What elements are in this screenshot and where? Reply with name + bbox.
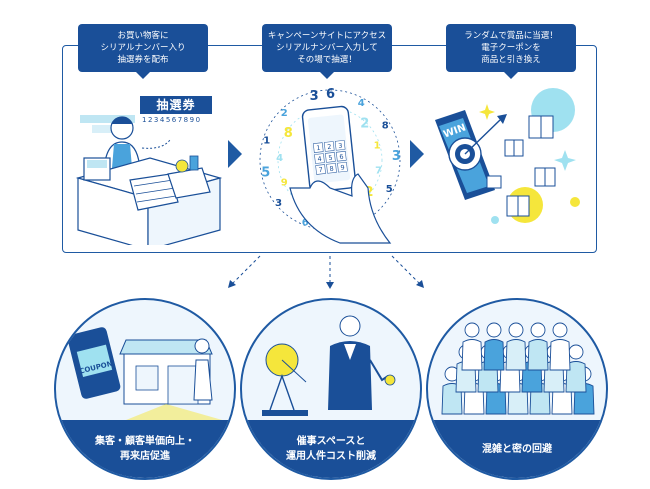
step-1-line-1: お買い物客に xyxy=(117,31,169,41)
phone-lottery-illustration: 6942813752847960395418263 123456789 xyxy=(259,87,401,244)
step-arrow-2-icon xyxy=(410,140,424,168)
step-arrow-1-icon xyxy=(228,140,242,168)
benefit-customers-circle: COUPON 集客・顧客単価向上・ 再来店促進 xyxy=(54,298,236,480)
phone-key-digit: 1 xyxy=(316,144,321,152)
benefit-crowd-circle: 混雑と密の回避 xyxy=(426,298,608,480)
store-counter-illustration xyxy=(75,115,223,245)
crowd-person-head xyxy=(552,322,568,338)
phone-key-digit: 9 xyxy=(340,163,345,171)
lottery-ticket-serial: 1234567890 xyxy=(142,116,202,124)
step-1-line-2: シリアルナンバー入り xyxy=(100,43,186,53)
benefit-3-line-1: 混雑と密の回避 xyxy=(482,443,552,455)
phone-key-digit: 3 xyxy=(338,142,343,150)
step-3-line-2: 電子クーポンを xyxy=(481,43,541,53)
phone-key xyxy=(325,152,336,163)
floating-number: 1 xyxy=(263,136,270,147)
phone-key xyxy=(324,141,335,152)
step-1-line-3: 抽選券を配布 xyxy=(117,55,169,65)
phone-key xyxy=(334,140,346,151)
floating-number: 1 xyxy=(374,141,381,152)
phone-key-digit: 6 xyxy=(339,153,344,161)
benefit-3-label: 混雑と密の回避 xyxy=(428,420,606,478)
floating-number: 7 xyxy=(375,165,382,176)
floating-number: 3 xyxy=(392,149,401,164)
floating-number: 8 xyxy=(284,126,293,141)
phone-key xyxy=(326,163,337,174)
floating-number: 5 xyxy=(261,165,270,180)
prize-win-illustration: WIN xyxy=(435,88,580,224)
phone-key-digit: 4 xyxy=(317,155,322,163)
floating-number: 2 xyxy=(281,108,288,119)
floating-number: 3 xyxy=(310,89,319,104)
crowd-person-head xyxy=(568,344,584,360)
step-2-line-2: シリアルナンバー入力して xyxy=(276,43,378,53)
floating-number: 4 xyxy=(358,98,365,109)
crowd-person-body xyxy=(505,339,527,371)
floating-number: 3 xyxy=(275,198,282,209)
benefit-1-line-2: 再来店促進 xyxy=(120,451,170,462)
benefit-2-line-1: 催事スペースと xyxy=(296,436,366,447)
step-3-line-1: ランダムで賞品に当選！ xyxy=(464,31,558,41)
floating-number: 6 xyxy=(302,217,309,228)
benefit-1-label: 集客・顧客単価向上・ 再来店促進 xyxy=(56,420,234,478)
phone-key xyxy=(315,164,326,175)
step-3-line-3: 商品と引き換え xyxy=(481,55,541,65)
benefit-1-line-1: 集客・顧客単価向上・ xyxy=(95,436,195,447)
phone-key-digit: 2 xyxy=(327,143,332,151)
phone-key xyxy=(336,151,347,162)
crowd-person-head xyxy=(464,322,480,338)
crowd-person-head xyxy=(486,322,502,338)
floating-number: 4 xyxy=(276,153,283,164)
floating-number: 8 xyxy=(382,121,389,132)
lottery-ticket-title: 抽選券 xyxy=(140,96,212,114)
crowd-person-head xyxy=(530,322,546,338)
floating-number: 9 xyxy=(281,177,288,188)
phone-key-digit: 8 xyxy=(329,165,334,173)
floating-number: 2 xyxy=(360,117,369,132)
crowd-person-head xyxy=(508,322,524,338)
crowd-person-body xyxy=(483,339,505,371)
step-1-callout: お買い物客に シリアルナンバー入り 抽選券を配布 xyxy=(78,24,208,79)
step-2-line-1: キャンペーンサイトにアクセス xyxy=(267,31,387,41)
floating-number: 6 xyxy=(326,87,335,102)
step-2-callout: キャンペーンサイトにアクセス シリアルナンバー入力して その場で抽選！ xyxy=(262,24,392,79)
step-3-callout: ランダムで賞品に当選！ 電子クーポンを 商品と引き換え xyxy=(446,24,576,79)
floating-number: 5 xyxy=(386,184,393,195)
phone-key-digit: 7 xyxy=(318,166,323,174)
benefit-connectors xyxy=(228,255,424,289)
floating-number: 2 xyxy=(365,185,374,200)
phone-key xyxy=(313,142,324,153)
phone-key xyxy=(337,161,348,173)
benefit-cost-circle: 催事スペースと 運用人件コスト削減 xyxy=(240,298,422,480)
step-2-line-3: その場で抽選！ xyxy=(297,55,357,65)
crowd-person-body xyxy=(461,339,483,371)
crowd-person-body xyxy=(527,339,549,371)
benefit-2-label: 催事スペースと 運用人件コスト削減 xyxy=(242,420,420,478)
phone-key xyxy=(314,153,325,164)
phone-key-digit: 5 xyxy=(328,154,333,162)
benefit-2-line-2: 運用人件コスト削減 xyxy=(286,451,376,462)
crowd-person-body xyxy=(549,339,571,371)
